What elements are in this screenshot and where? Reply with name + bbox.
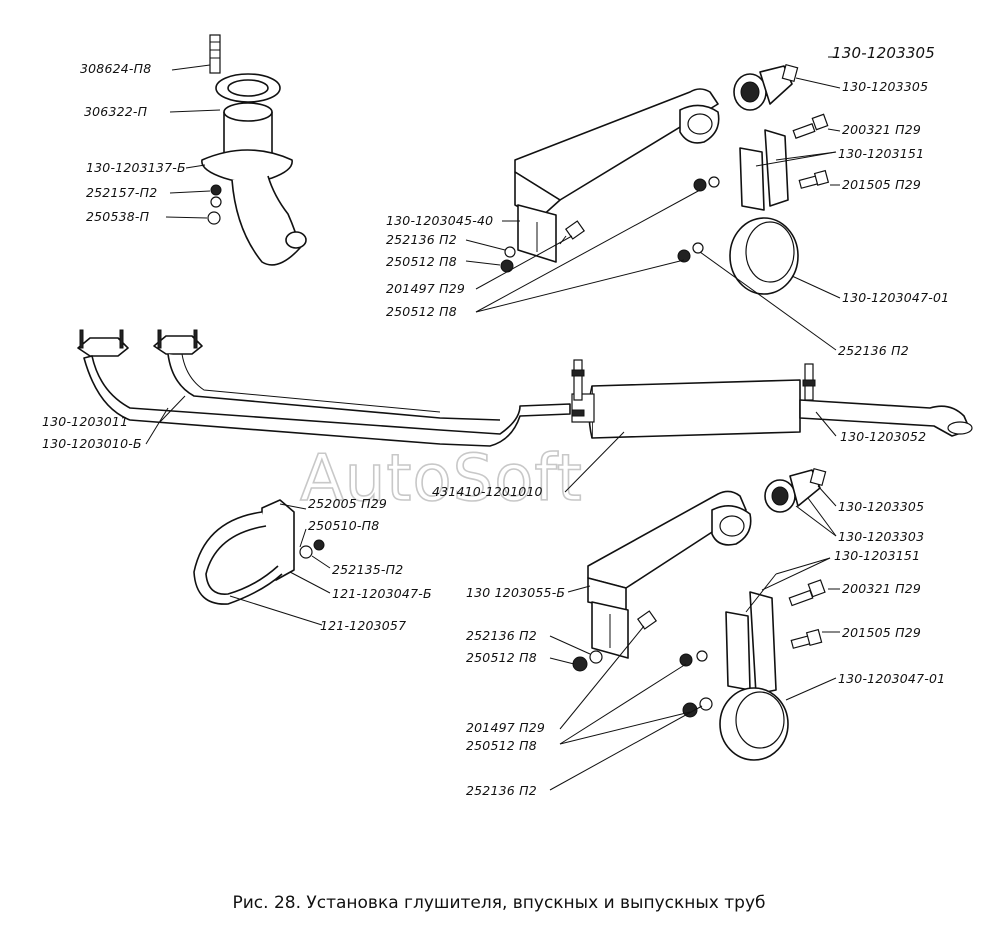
- label-1203305-b: 130-1203305: [838, 499, 924, 514]
- label-250538: 250538-П: [86, 209, 150, 224]
- bolt-200321-bottom: [788, 579, 826, 607]
- front-exhaust-pipes: [77, 329, 571, 447]
- bolt: [559, 220, 586, 245]
- label-200321-b: 200321 П29: [842, 581, 921, 596]
- label-1203045: 130-1203045-40: [386, 213, 493, 228]
- label-308624: 308624-П8: [80, 61, 151, 76]
- intake-pipe-group: [201, 34, 307, 266]
- watermark: AutoSoft: [300, 442, 583, 516]
- label-201505-a: 201505 П29: [842, 177, 921, 192]
- label-250510: 250510-П8: [308, 518, 379, 533]
- label-250512-d: 250512 П8: [466, 738, 537, 753]
- lower-bracket: [587, 490, 752, 659]
- bolt-201505-bottom: [790, 628, 823, 649]
- label-1203303: 130-1203303: [838, 529, 924, 544]
- nut: [210, 184, 222, 196]
- hanger-strap-top: [729, 129, 799, 295]
- nut: [679, 653, 693, 667]
- label-250512-c: 250512 П8: [466, 650, 537, 665]
- bent-pipe: [231, 175, 301, 266]
- stud-bolt: [209, 34, 221, 74]
- washer: [589, 650, 603, 664]
- bolt: [636, 610, 658, 630]
- nut: [677, 249, 691, 263]
- u-clamp: [193, 499, 325, 605]
- label-1203305-a: 130-1203305: [842, 79, 928, 94]
- upper-bracket: [514, 88, 720, 263]
- label-1203151-b: 130-1203151: [834, 548, 920, 563]
- label-200321-a: 200321 П29: [842, 122, 921, 137]
- rubber-cushion-bottom: [764, 467, 827, 513]
- bolt-201505-top: [798, 169, 830, 189]
- label-252005: 252005 П29: [308, 496, 387, 511]
- label-250512-b: 250512 П8: [386, 304, 457, 319]
- label-1203047-b: 130-1203047-01: [838, 671, 945, 686]
- label-252135: 252135-П2: [332, 562, 403, 577]
- label-201505-b: 201505 П29: [842, 625, 921, 640]
- label-1203137: 130-1203137-Б: [86, 160, 186, 175]
- label-306322: 306322-П: [84, 104, 148, 119]
- label-1203010: 130-1203010-Б: [42, 436, 142, 451]
- label-1203047-a: 130-1203047-01: [842, 290, 949, 305]
- nut: [682, 702, 698, 718]
- rubber-cushion-top: [733, 63, 799, 111]
- label-12033305-top: 130-1203305: [832, 44, 935, 62]
- label-1203151-a: 130-1203151: [838, 146, 924, 161]
- label-1203052: 130-1203052: [840, 429, 926, 444]
- label-252136-a: 252136 П2: [386, 232, 457, 247]
- nut: [500, 259, 514, 273]
- label-252136-b: 252136 П2: [838, 343, 909, 358]
- nut: [693, 178, 707, 192]
- label-121-1203047: 121-1203047-Б: [332, 586, 432, 601]
- label-121-1203057: 121-1203057: [320, 618, 406, 633]
- washer: [504, 246, 516, 258]
- label-252136-d: 252136 П2: [466, 783, 537, 798]
- label-431410: 431410-1201010: [432, 484, 543, 499]
- label-252136-c: 252136 П2: [466, 628, 537, 643]
- nut: [572, 656, 588, 672]
- muffler: [571, 359, 973, 439]
- figure-caption: Рис. 28. Установка глушителя, впускных и…: [232, 893, 766, 913]
- bolt-200321-top: [792, 113, 829, 139]
- label-1203055: 130 1203055-Б: [466, 585, 565, 600]
- hanger-strap-bottom: [719, 591, 789, 761]
- label-1203011: 130-1203011: [42, 414, 128, 429]
- label-250512-a: 250512 П8: [386, 254, 457, 269]
- label-201497-b: 201497 П29: [466, 720, 545, 735]
- label-252157: 252157-П2: [86, 185, 157, 200]
- label-201497-a: 201497 П29: [386, 281, 465, 296]
- flange-plate: [201, 149, 293, 183]
